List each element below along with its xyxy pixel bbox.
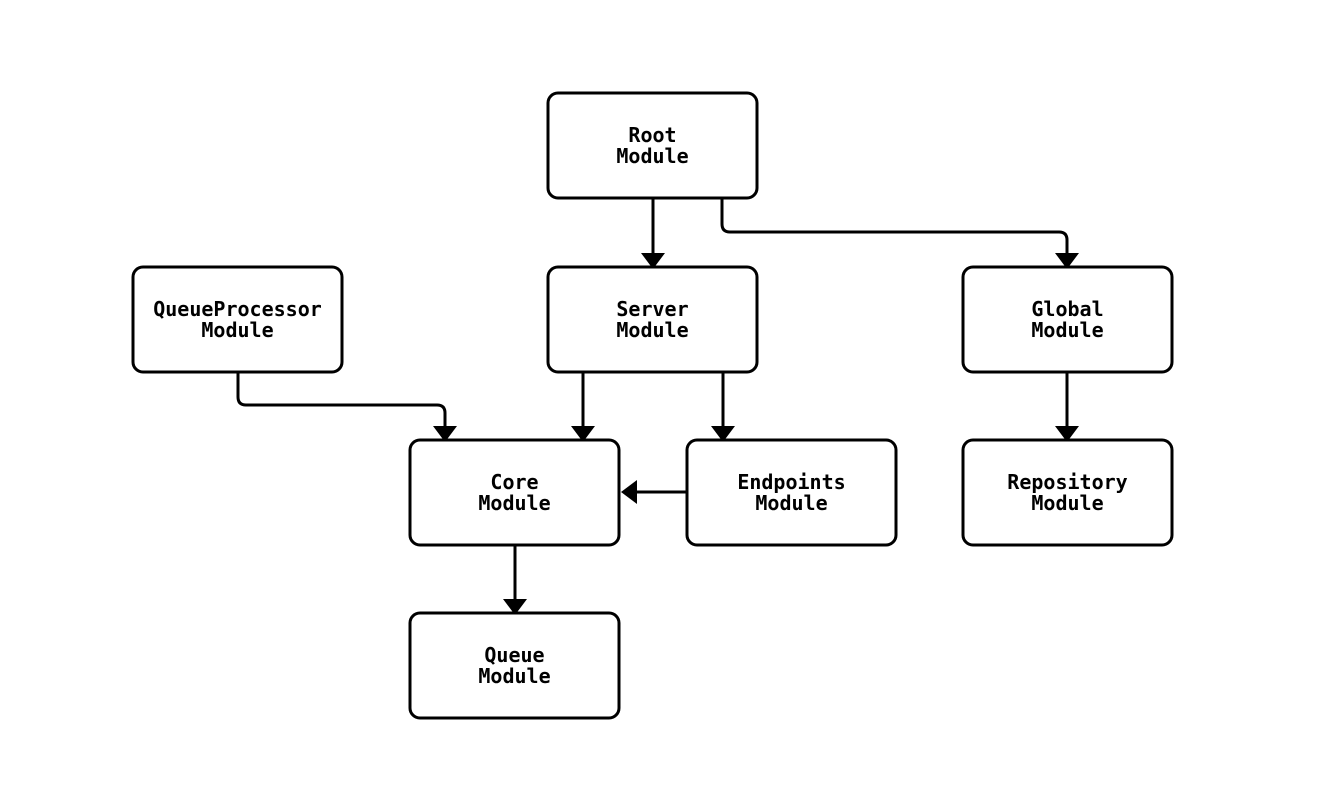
- node-box: [685, 438, 898, 547]
- arrowhead-icon: [433, 426, 457, 442]
- node-label-line: Module: [616, 318, 688, 342]
- arrowhead-icon: [621, 480, 637, 504]
- arrowhead-icon: [711, 426, 735, 442]
- node-label-line: Endpoints: [737, 470, 845, 494]
- node-box: [408, 611, 621, 720]
- node-box: [961, 438, 1174, 547]
- edge-core-to-queue: [503, 545, 527, 615]
- node-box: [961, 265, 1174, 374]
- edge-root-to-server: [641, 198, 665, 269]
- arrowhead-icon: [1055, 253, 1079, 269]
- node-label-line: Global: [1031, 297, 1103, 321]
- edge-server-to-core: [571, 372, 595, 442]
- node-label-line: Core: [490, 470, 538, 494]
- edge-queueprocessor-to-core: [236, 372, 457, 442]
- node-label-line: Repository: [1007, 470, 1127, 494]
- edge-line: [720, 198, 1069, 257]
- node-label-line: Queue: [484, 643, 544, 667]
- arrowhead-icon: [641, 253, 665, 269]
- node-label-line: Module: [616, 144, 688, 168]
- edge-line: [236, 372, 447, 430]
- arrowhead-icon: [503, 599, 527, 615]
- arrowhead-icon: [571, 426, 595, 442]
- node-label-line: Server: [616, 297, 688, 321]
- node-label-line: Module: [1031, 491, 1103, 515]
- arrowhead-icon: [1055, 426, 1079, 442]
- node-label-line: Module: [478, 664, 550, 688]
- node-box: [408, 438, 621, 547]
- node-box: [546, 265, 759, 374]
- node-box: [546, 91, 759, 200]
- edge-server-to-endpoints: [711, 372, 735, 442]
- node-box: [131, 265, 344, 374]
- edge-global-to-repository: [1055, 372, 1079, 442]
- node-label-line: QueueProcessor: [153, 297, 322, 321]
- node-label-line: Module: [478, 491, 550, 515]
- node-label-line: Module: [755, 491, 827, 515]
- edge-root-to-global: [720, 198, 1079, 269]
- node-label-line: Module: [1031, 318, 1103, 342]
- node-label-line: Root: [628, 123, 676, 147]
- edge-endpoints-to-core: [621, 480, 687, 504]
- node-label-line: Module: [201, 318, 273, 342]
